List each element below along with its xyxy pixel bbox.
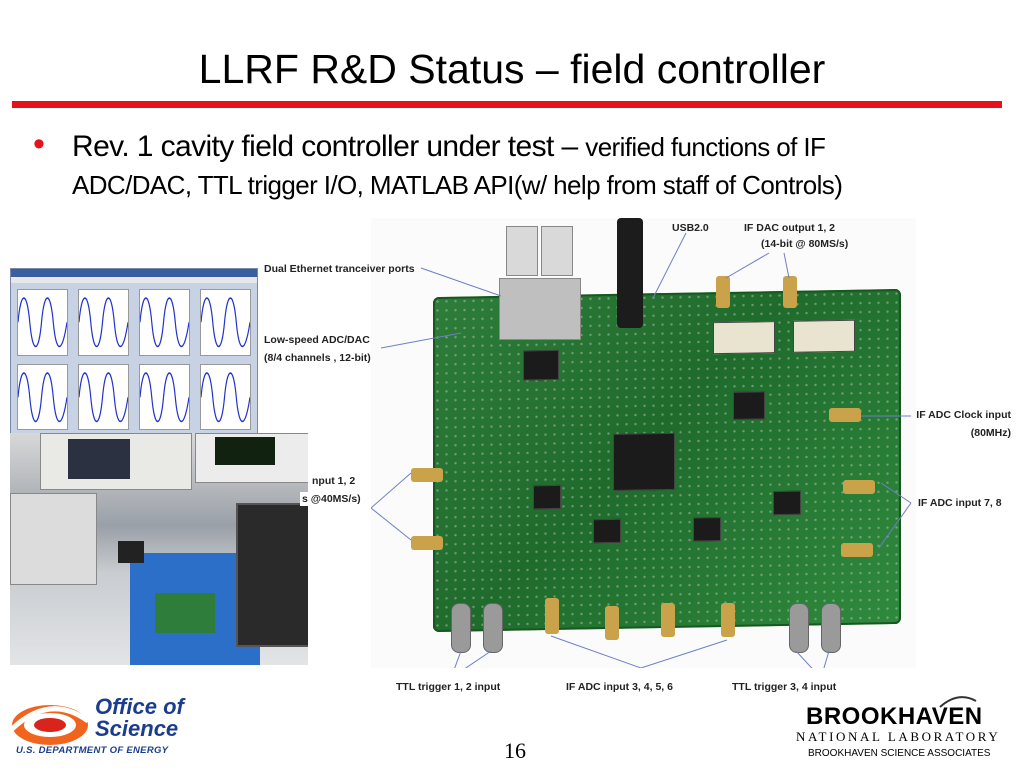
page-number: 16 (504, 738, 526, 763)
bnl-logo-name: BROOKHAVEN (806, 703, 983, 730)
title-divider (12, 101, 1002, 108)
label-lowspeed-1: Low-speed ADC/DAC (264, 334, 370, 346)
label-if-dac-2: (14-bit @ 80MS/s) (761, 238, 849, 250)
label-adc-78: IF ADC input 7, 8 (918, 497, 1002, 509)
slide-title: LLRF R&D Status – field controller (198, 46, 826, 92)
doe-swirl-icon (10, 705, 90, 745)
bullet-detail-2: ADC/DAC, TTL trigger I/O, MATLAB API(w/ … (72, 170, 843, 200)
label-ttl-34: TTL trigger 3, 4 input (732, 681, 837, 693)
label-clock-1: IF ADC Clock input (916, 409, 1011, 421)
bnl-logo-lab: NATIONAL LABORATORY (796, 729, 1001, 744)
bullet-icon: • (33, 125, 45, 163)
matlab-plot-screenshot (10, 268, 258, 435)
doe-title-line2: Science (95, 716, 179, 741)
label-ethernet: Dual Ethernet tranceiver ports (264, 263, 415, 275)
doe-office-of-science-logo (8, 697, 218, 759)
label-clock-2: (80MHz) (970, 427, 1011, 439)
doe-title: Office of Science (95, 696, 184, 740)
lab-setup-photo (10, 433, 308, 665)
label-adc-12-line2: s @40MS/s) (300, 492, 363, 506)
label-usb: USB2.0 (672, 222, 709, 234)
bnl-associates: BROOKHAVEN SCIENCE ASSOCIATES (808, 748, 991, 759)
doe-subtitle: U.S. DEPARTMENT OF ENERGY (16, 745, 169, 756)
label-adc-12-line1: nput 1, 2 (310, 474, 358, 488)
label-ttl-12: TTL trigger 1, 2 input (396, 681, 501, 693)
board-photo: USB2.0 IF DAC output 1, 2 (14-bit @ 80MS… (371, 218, 1011, 668)
label-lowspeed-2: (8/4 channels , 12-bit) (264, 352, 371, 364)
bullet-main: Rev. 1 cavity field controller under tes… (72, 130, 586, 163)
bnl-swoosh-icon (939, 696, 977, 708)
annotation-lines (371, 232, 912, 668)
doe-title-line1: Office of (95, 694, 184, 719)
bullet-detail-1: verified functions of IF (585, 132, 826, 162)
label-adc-3456: IF ADC input 3, 4, 5, 6 (566, 681, 673, 693)
bullet-text: Rev. 1 cavity field controller under tes… (72, 128, 972, 204)
label-if-dac-1: IF DAC output 1, 2 (744, 222, 835, 234)
